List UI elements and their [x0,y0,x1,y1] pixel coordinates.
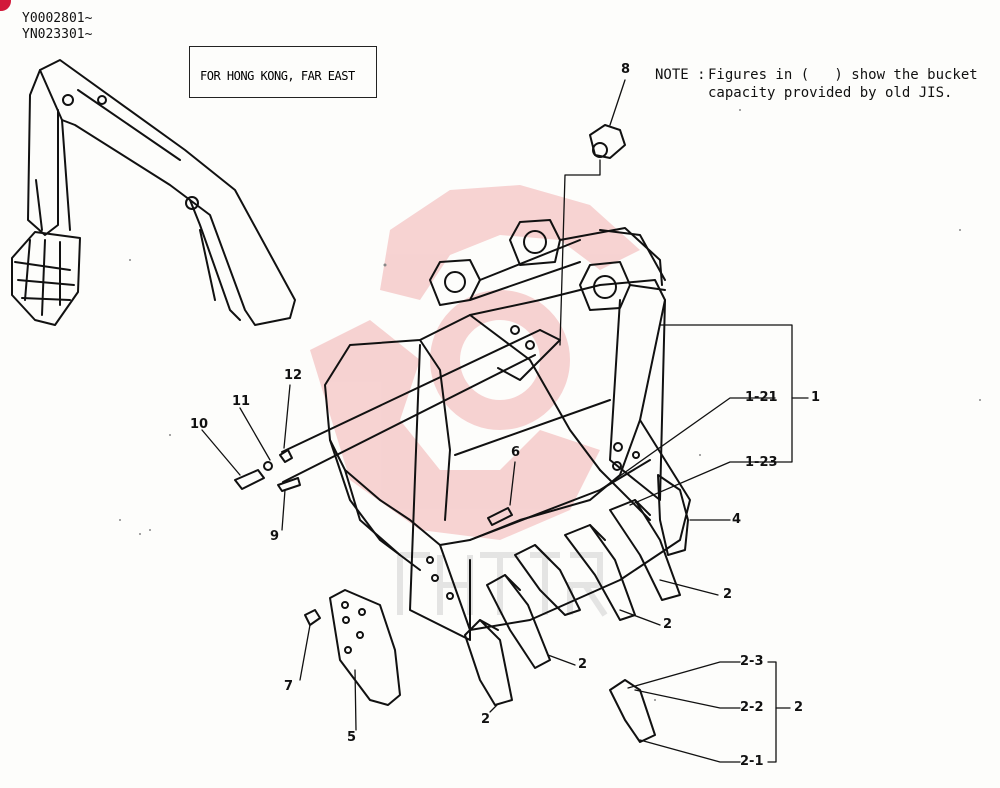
callout-2-c: 2 [578,657,588,672]
callout-2-group: 2 [794,700,804,715]
region-label: FOR HONG KONG, FAR EAST [200,69,355,83]
pin-shaft-lines [281,329,561,483]
callout-7: 7 [284,679,294,694]
callout-1: 1 [811,390,821,405]
note-line-2: capacity provided by old JIS. [708,85,953,101]
callout-2-d: 2 [481,712,491,727]
small-parts [234,124,656,743]
watermark-text [397,552,608,617]
callout-1-23: 1-23 [745,455,778,470]
callout-2-3: 2-3 [740,654,764,669]
watermark-logo [310,185,640,540]
note-line-1: Figures in ( ) show the bucket [708,67,978,83]
serial-range-1: Y0002801~ [22,11,93,26]
serial-range-2: YN023301~ [22,27,93,42]
side-cutter-right [657,474,689,556]
callout-9: 9 [270,529,280,544]
note-prefix: NOTE : [655,67,706,83]
callout-2-b: 2 [663,617,673,632]
callout-8: 8 [621,62,631,77]
callout-12: 12 [284,368,303,383]
region-label-box: FOR HONG KONG, FAR EAST [189,46,377,98]
callout-11: 11 [232,394,251,409]
callout-2-a: 2 [723,587,733,602]
excavator-arm-thumbnail [11,59,296,326]
corner-marker [0,0,11,11]
callout-6: 6 [511,445,521,460]
scan-speckles [119,109,981,701]
side-cutter-left [329,589,401,706]
callout-10: 10 [190,417,209,432]
bucket-teeth [464,499,681,706]
callout-2-1: 2-1 [740,754,764,769]
callout-5: 5 [347,730,357,745]
callout-4: 4 [732,512,742,527]
callout-1-21: 1-21 [745,390,778,405]
leader-lines [201,79,809,763]
callout-2-2: 2-2 [740,700,764,715]
